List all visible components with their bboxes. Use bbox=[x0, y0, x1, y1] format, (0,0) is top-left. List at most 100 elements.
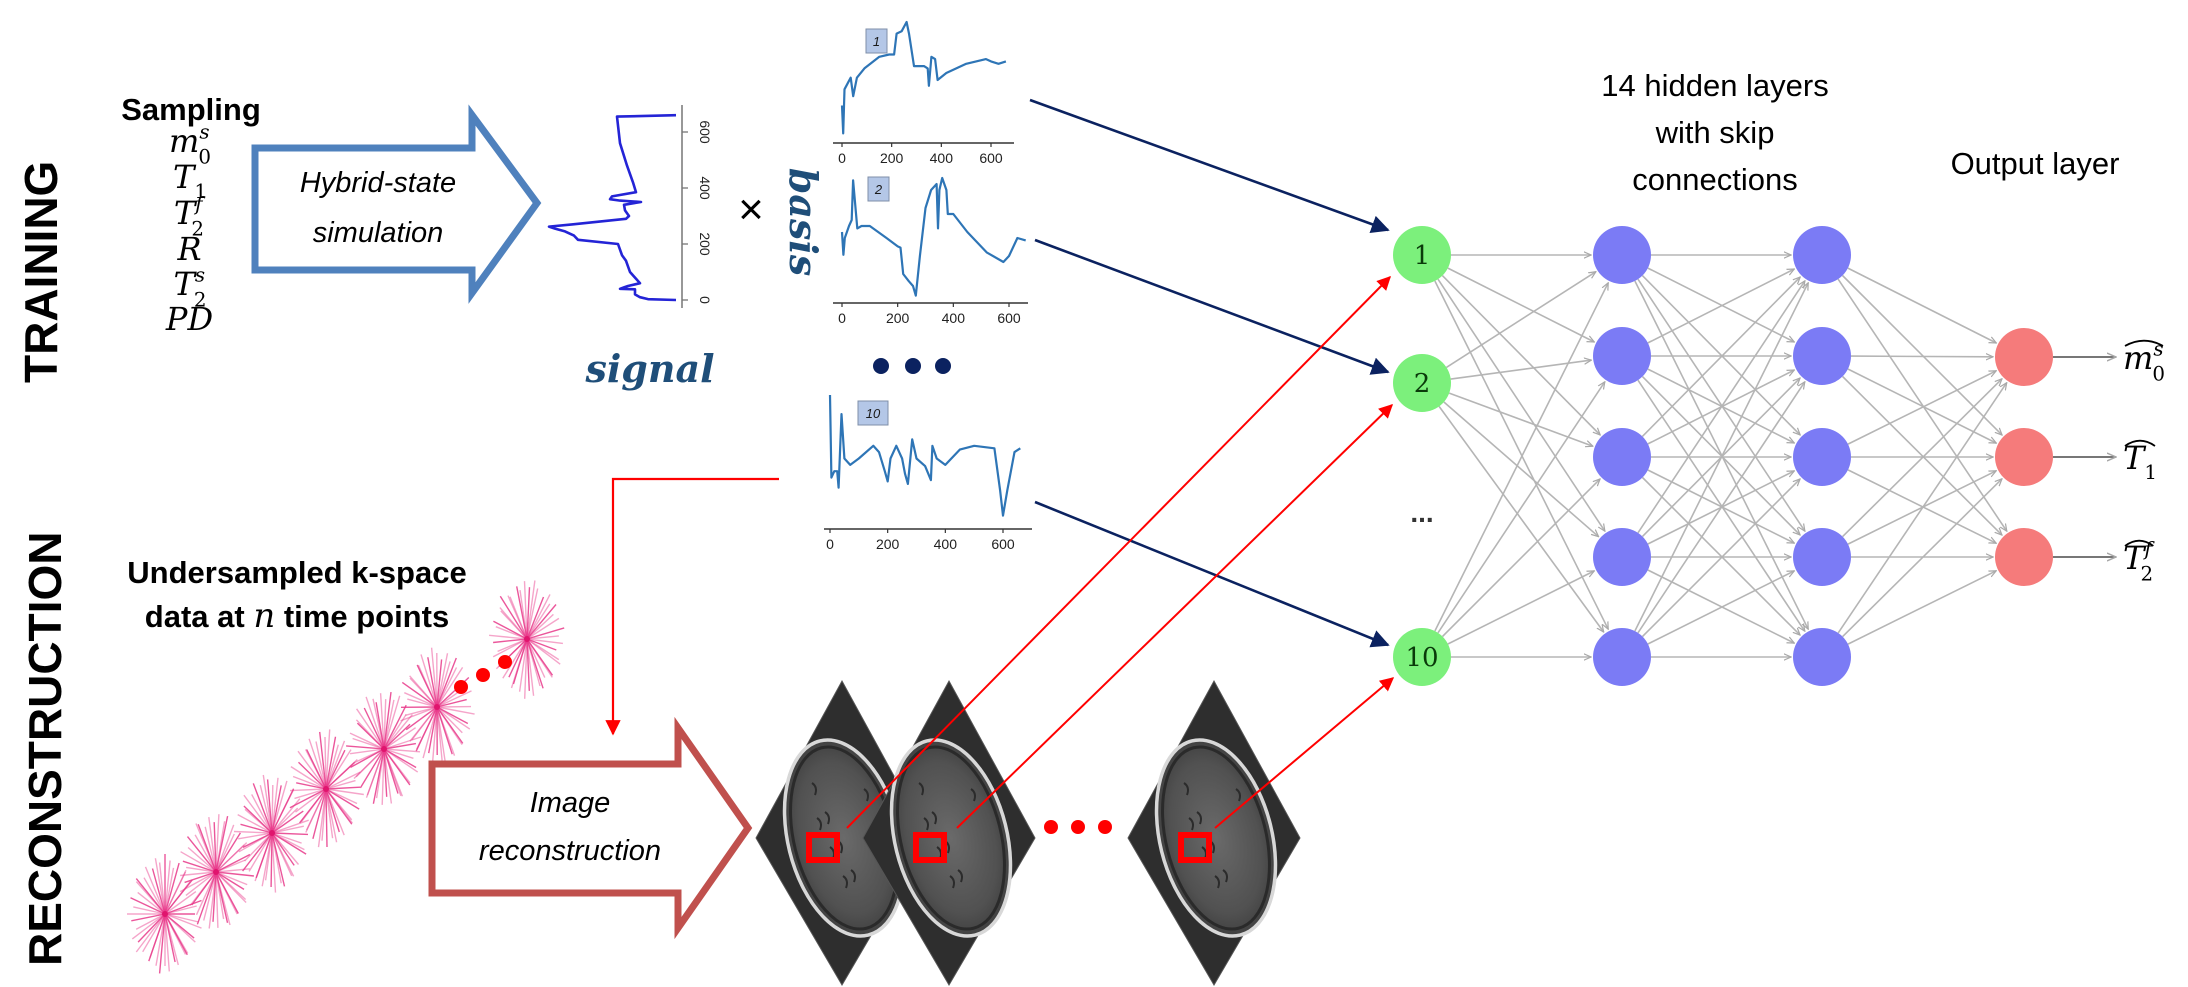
brain-slice bbox=[1154, 738, 1278, 938]
kspace-spoke bbox=[499, 595, 528, 640]
network-edge bbox=[1842, 379, 2002, 538]
kspace-spoke bbox=[436, 706, 443, 761]
basis-tick-label: 400 bbox=[934, 536, 958, 552]
input-node-label: 2 bbox=[1414, 369, 1431, 399]
basis-tick-label: 400 bbox=[930, 150, 954, 166]
kspace-ellipsis-dot bbox=[454, 680, 468, 694]
kspace-spoke bbox=[526, 613, 554, 640]
hidden-layers-title: 14 hidden layers with skip connections bbox=[1601, 68, 1829, 197]
brain-sulcus bbox=[863, 788, 869, 802]
output-node-2 bbox=[1995, 428, 2053, 486]
kspace-spoke bbox=[411, 706, 438, 741]
network-edge bbox=[1837, 278, 2007, 531]
input-node-label: 10 bbox=[1405, 643, 1438, 673]
kspace-spoke bbox=[164, 913, 202, 929]
kspace-spoke bbox=[383, 704, 407, 750]
network-edge bbox=[1437, 278, 1605, 531]
kspace-spoke bbox=[243, 805, 273, 834]
kspace-spoke bbox=[164, 913, 187, 955]
basis-index-label: 10 bbox=[866, 406, 881, 421]
kspace-spoke bbox=[204, 826, 217, 873]
kspace-spoke bbox=[416, 664, 438, 708]
kspace-spoke bbox=[409, 677, 438, 708]
kspace-spoke bbox=[252, 783, 273, 834]
brain-sulcus bbox=[970, 788, 976, 802]
math-subscript: 2 bbox=[2140, 563, 2153, 586]
hidden-title-line1: 14 hidden layers bbox=[1601, 68, 1829, 103]
network-edge bbox=[1443, 401, 1599, 537]
hat-accent bbox=[2124, 439, 2156, 447]
kspace-spoke bbox=[325, 788, 328, 848]
kspace-spoke bbox=[325, 786, 361, 790]
kspace-spoke bbox=[324, 736, 327, 790]
kspace-spoke bbox=[164, 869, 187, 915]
kspace-spoke bbox=[180, 871, 217, 877]
math-base: T bbox=[173, 158, 197, 196]
kspace-spoke bbox=[271, 788, 295, 834]
kspace-spoke bbox=[372, 748, 385, 804]
kspace-spoke bbox=[164, 871, 187, 915]
kspace-spoke bbox=[526, 596, 545, 640]
kspace-spoke bbox=[180, 851, 217, 873]
kspace-ellipsis-dot bbox=[498, 655, 512, 669]
kspace-spoke bbox=[312, 788, 327, 839]
kspace-spoke bbox=[271, 825, 304, 834]
kspace-spoke bbox=[306, 749, 327, 790]
network-edge bbox=[1447, 570, 1594, 645]
brain-sulcus bbox=[1214, 875, 1220, 889]
kspace-spoke bbox=[493, 638, 528, 644]
kspace-spoke bbox=[143, 877, 166, 915]
kspace-spoke bbox=[431, 706, 438, 763]
kspace-spoke bbox=[383, 742, 417, 750]
network-edge bbox=[1637, 379, 1805, 631]
kspace-spoke bbox=[383, 699, 387, 750]
hat-accent bbox=[2124, 539, 2154, 547]
ellipsis-dot bbox=[905, 358, 921, 374]
math-base: m bbox=[169, 122, 199, 160]
reconstructed-image-stack bbox=[755, 679, 1301, 986]
kspace-spoke bbox=[383, 748, 393, 804]
kspace-center bbox=[524, 636, 530, 642]
basis-tick-label: 0 bbox=[826, 536, 834, 552]
kspace-spoke bbox=[325, 788, 340, 833]
kspace-spoke bbox=[405, 706, 438, 716]
kspace-spoke bbox=[526, 617, 560, 640]
kspace-spoke bbox=[215, 833, 235, 873]
kspace-center bbox=[162, 911, 168, 917]
kspace-spoke bbox=[213, 822, 217, 873]
brain-sulcus bbox=[816, 817, 822, 831]
kspace-spoke bbox=[524, 638, 528, 699]
kspace-spoke bbox=[133, 906, 166, 915]
recon-label-line1: Image bbox=[530, 787, 611, 819]
network-edge bbox=[1847, 469, 1996, 544]
kspace-spoke bbox=[427, 657, 438, 708]
kspace-spoke bbox=[164, 913, 188, 956]
kspace-spoke bbox=[379, 693, 385, 750]
kspace-spoke bbox=[148, 913, 166, 962]
brain-sulcus bbox=[1196, 811, 1202, 825]
arrow-roi2-to-node2 bbox=[956, 404, 1394, 829]
kspace-center bbox=[323, 786, 329, 792]
image-ellipsis-dot bbox=[1044, 820, 1058, 834]
network-edges bbox=[1434, 255, 2116, 657]
network-edge bbox=[1647, 570, 1794, 645]
mr-image-2 bbox=[862, 679, 1036, 986]
network-edge bbox=[1450, 360, 1592, 380]
brain-sulcus bbox=[923, 817, 929, 831]
kspace-spoke bbox=[164, 862, 180, 915]
basis-index-label: 1 bbox=[873, 34, 880, 49]
kspace-spoke bbox=[271, 777, 279, 834]
ellipsis-dot bbox=[873, 358, 889, 374]
kspace-spoke bbox=[271, 819, 309, 834]
network-edge bbox=[1447, 267, 1594, 343]
kspace-spoke bbox=[215, 832, 241, 873]
kspace-spoke bbox=[526, 594, 551, 640]
sampling-parameter: R bbox=[176, 230, 201, 268]
math-base: R bbox=[176, 230, 201, 268]
kspace-spoke bbox=[436, 690, 472, 708]
network-edge bbox=[1842, 375, 2002, 536]
basis-tick-label: 600 bbox=[991, 536, 1015, 552]
brain-sulcus bbox=[1222, 869, 1228, 883]
input-node-2: 2 bbox=[1393, 354, 1451, 412]
